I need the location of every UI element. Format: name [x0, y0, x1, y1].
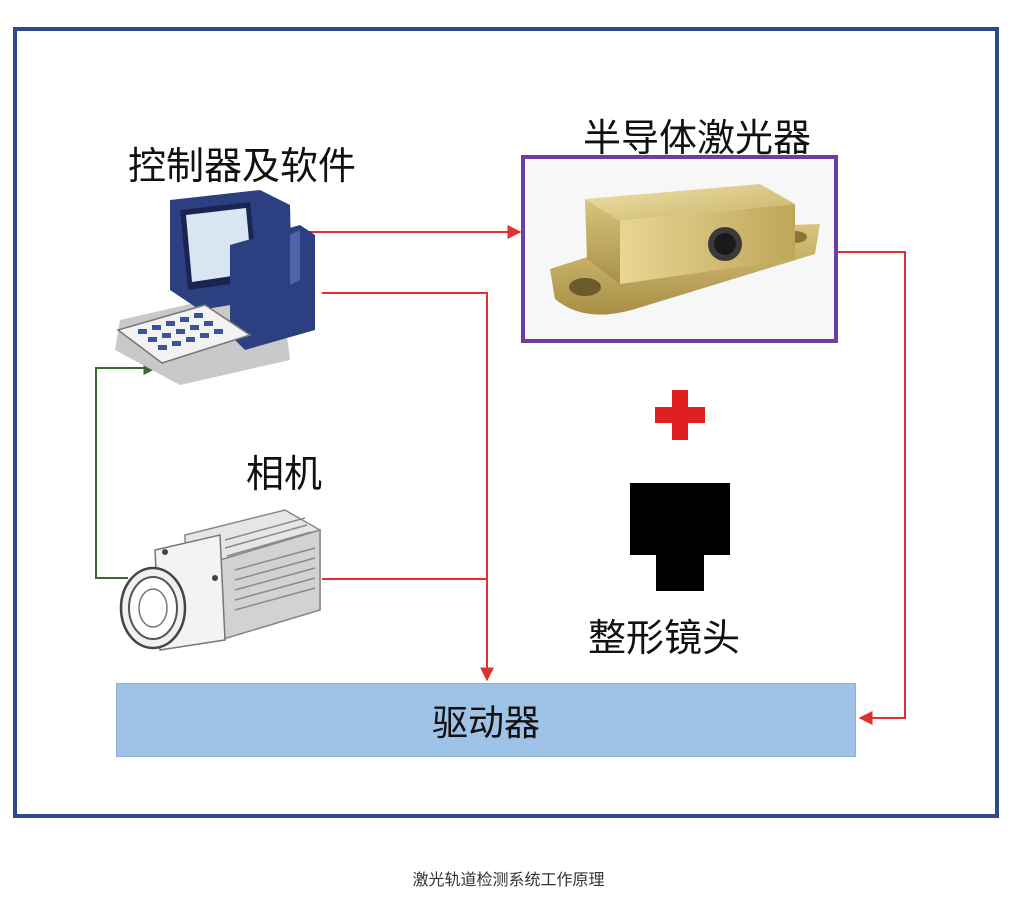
plus-icon — [655, 390, 705, 440]
controller-label: 控制器及软件 — [128, 144, 357, 188]
laser-box — [521, 155, 838, 343]
laser-module-icon — [550, 184, 820, 315]
lens-label: 整形镜头 — [588, 616, 741, 660]
driver-label: 驱动器 — [431, 703, 540, 744]
laser-label: 半导体激光器 — [583, 116, 812, 160]
camera-label: 相机 — [246, 452, 323, 496]
desktop-computer-icon — [115, 190, 315, 385]
shaping-lens-icon — [630, 483, 730, 591]
industrial-camera-icon — [119, 509, 321, 651]
figure-caption: 激光轨道检测系统工作原理 — [412, 870, 605, 889]
driver-box: 驱动器 — [116, 683, 856, 757]
